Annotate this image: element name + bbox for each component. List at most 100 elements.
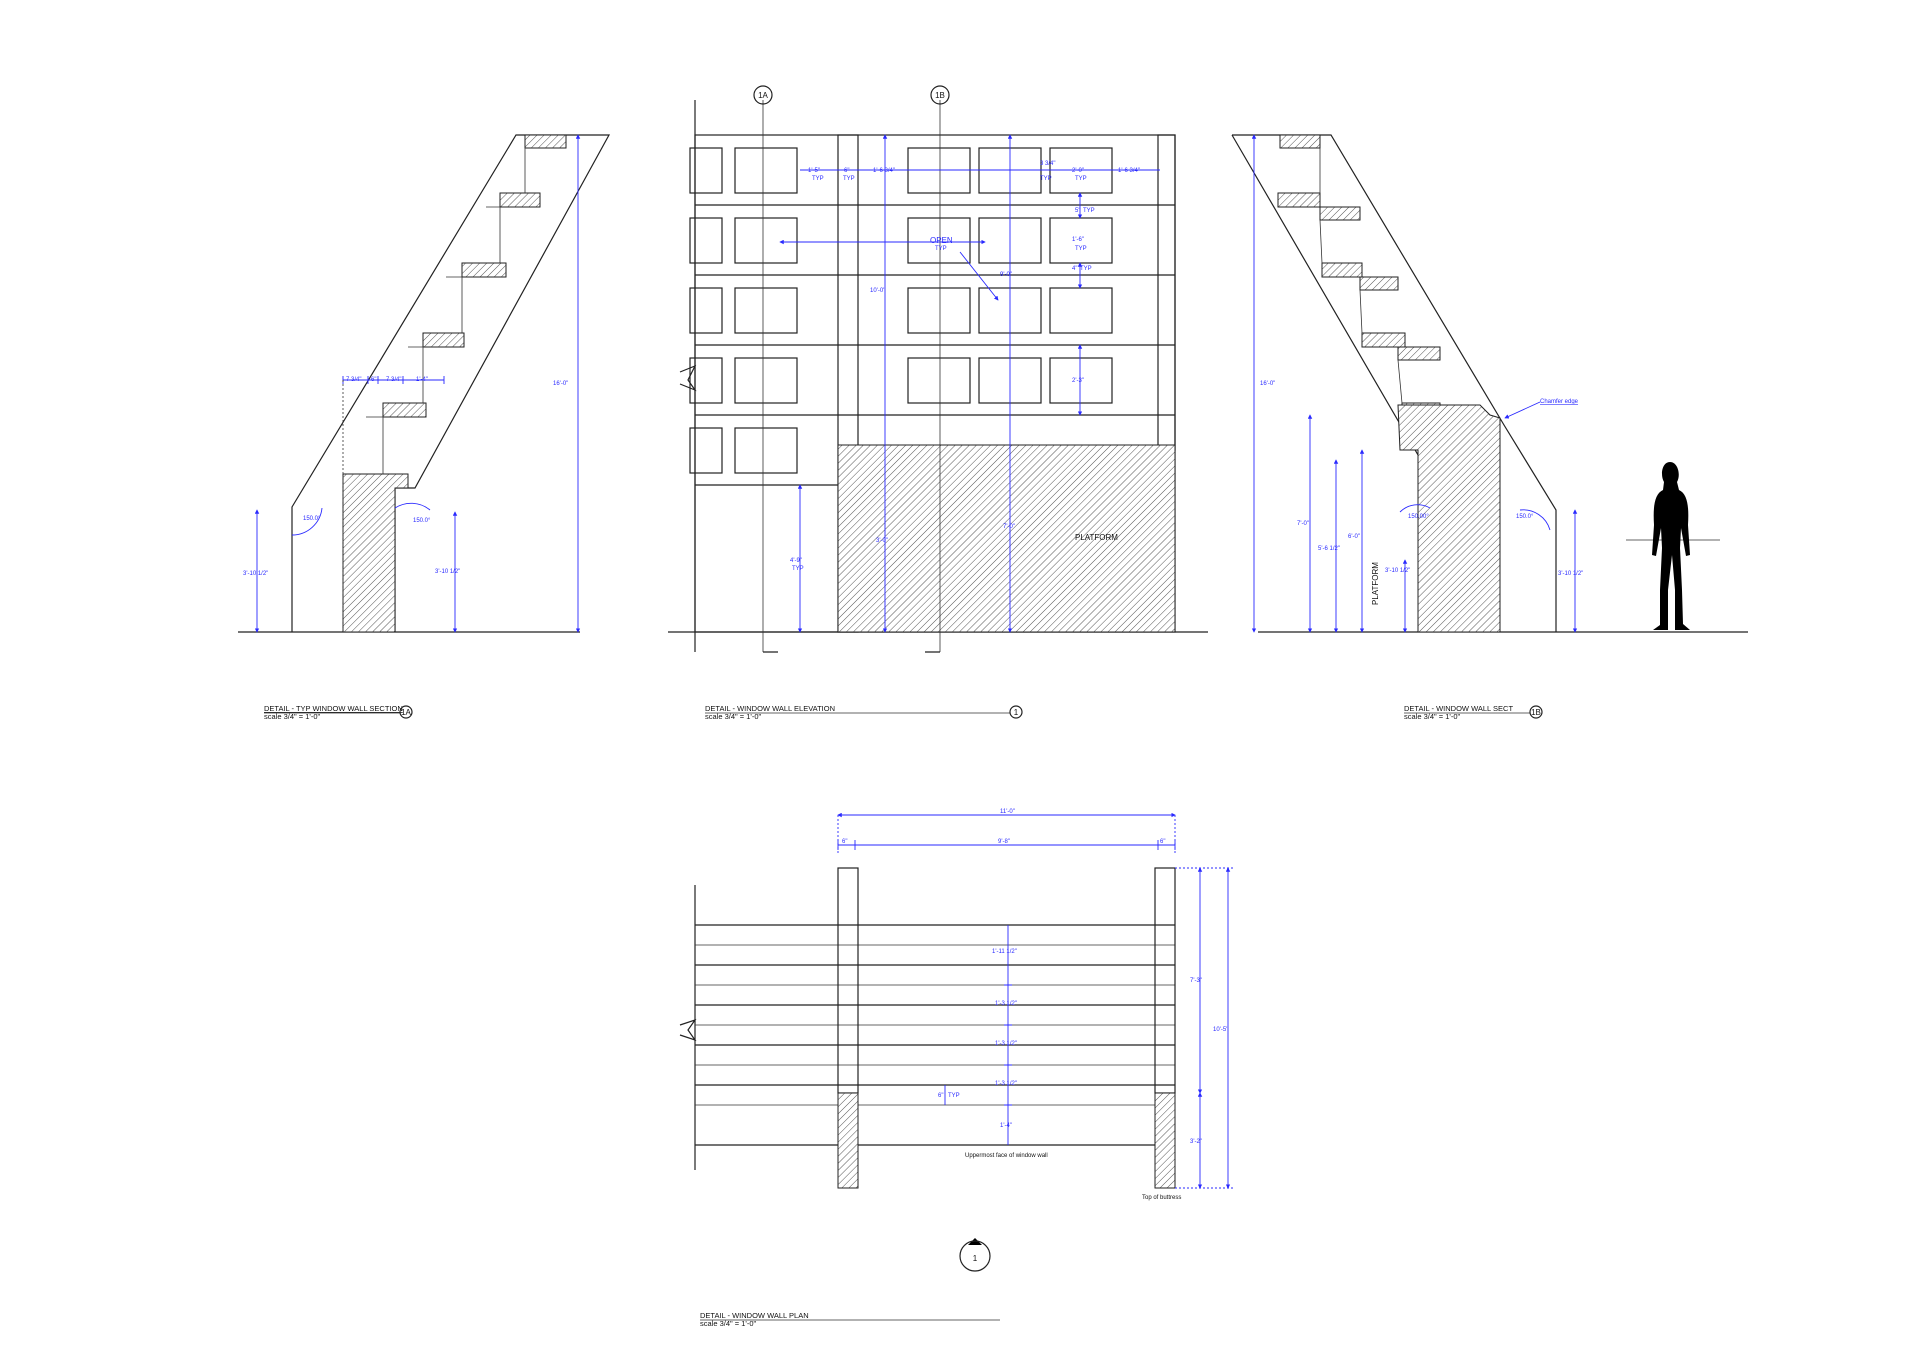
stair-wall-hatch (342, 473, 409, 633)
tag-1a-label: 1A (401, 708, 411, 717)
window (734, 287, 798, 334)
angle-label-1b-2: 150.0° (1516, 514, 1534, 520)
platform-hatch (837, 444, 1176, 633)
tread-1b-2 (1277, 192, 1321, 208)
typ6-typ: TYP (948, 1093, 960, 1099)
grid-bubble-1b-label: 1B (935, 91, 945, 100)
dim-w2: 6" (844, 168, 849, 174)
chamfer-leader (1504, 401, 1541, 419)
riser-lines (366, 206, 500, 418)
h6-label-1b: 6'-0" (1348, 534, 1360, 540)
title-plan: DETAIL - WINDOW WALL PLAN (700, 1311, 809, 1320)
stair-outline-1b (1231, 134, 1557, 633)
plan-marker-label: 1 (973, 1254, 978, 1263)
tag-1b-label: 1B (1531, 708, 1541, 717)
dim-w3: 1'-6 3/4" (873, 168, 895, 174)
riser-verticals (382, 148, 526, 474)
title-1b: DETAIL - WINDOW WALL SECT (1404, 704, 1513, 713)
typ6-label: 6" (938, 1093, 943, 1099)
scale-plan: scale 3/4" = 1'-0" (700, 1319, 756, 1328)
tread-1b-4 (1321, 262, 1363, 278)
dim-w5: 2'-0" (1072, 168, 1084, 174)
h105-label: 10'-5" (1213, 1027, 1228, 1033)
break-mark (679, 364, 697, 392)
w6a-label: 6" (842, 839, 847, 845)
note-buttress: Top of buttress (1142, 1195, 1181, 1201)
plan: 11'-0" 6" 9'-8" 6" 1'-11 1/2" 1 (679, 809, 1235, 1328)
left-height-dim-label: 3'-10 1/2" (243, 571, 268, 577)
person-silhouette (1652, 462, 1690, 630)
grid-bubble-1b (930, 85, 950, 105)
dim-w1-typ: TYP (812, 176, 824, 182)
dim-w9: 9'-0" (1000, 272, 1012, 278)
window (907, 357, 971, 404)
angle-arc-1b-2 (1519, 509, 1551, 531)
tag-1b (1529, 705, 1543, 719)
platform-label: PLATFORM (1075, 533, 1118, 542)
window (734, 357, 798, 404)
inner-height-dim-label: 3'-10 1/2" (435, 569, 460, 575)
angle-label-2: 150.0° (413, 518, 431, 524)
tread-dim-2: 6" (371, 377, 376, 383)
title-elevation: DETAIL - WINDOW WALL ELEVATION (705, 704, 835, 713)
w11-label: 11'-0" (1000, 809, 1015, 815)
dim-v1: 5" (1075, 208, 1080, 214)
tread-1b-7 (1397, 346, 1441, 361)
tag-elevation-label: 1 (1014, 708, 1019, 717)
plan-pier-right-hatch (1154, 1092, 1176, 1189)
tread-4 (422, 332, 465, 348)
r4-label: 1'-3 1/2" (995, 1081, 1017, 1087)
tread-dim-3: 7 3/4" (386, 377, 401, 383)
r1-label: 1'-11 1/2" (992, 949, 1017, 955)
window (907, 147, 971, 194)
h73-label: 7'-3" (1190, 978, 1202, 984)
grid-bubble-1a-label: 1A (758, 91, 768, 100)
section-1b: 16'-0" 7'-0" 5'-6 1/2" 6'-0" PLATFORM 15… (1231, 134, 1748, 721)
dim-h10: 10'-0" (870, 288, 885, 294)
tread-1b-3 (1319, 206, 1361, 221)
dim-w2-typ: TYP (843, 176, 855, 182)
h56-label-1b: 5'-6 1/2" (1318, 546, 1340, 552)
dim-v3-typ: TYP (1080, 266, 1092, 272)
tread-2 (499, 192, 541, 208)
scale-1b: scale 3/4" = 1'-0" (1404, 712, 1460, 721)
scale-1a: scale 3/4" = 1'-0" (264, 712, 320, 721)
dim-v2: 1'-6" (1072, 237, 1084, 243)
angle-arc-1 (291, 507, 323, 536)
tread-5 (382, 402, 427, 418)
platform-label-1b: PLATFORM (1371, 562, 1380, 605)
open-label: OPEN (930, 236, 953, 245)
tread-1b-5 (1359, 276, 1399, 291)
dim-v2-typ: TYP (1075, 246, 1087, 252)
dim-v1-typ: TYP (1083, 208, 1095, 214)
dim-h23: 2'-3" (1072, 378, 1084, 384)
dim-h49: 4'-9" (790, 558, 802, 564)
rail-dim-ticks (1004, 984, 1012, 1106)
scale-elevation: scale 3/4" = 1'-0" (705, 712, 761, 721)
w98-label: 9'-8" (998, 839, 1010, 845)
dim-w5-typ: TYP (1075, 176, 1087, 182)
tag-1a (399, 705, 413, 719)
tag-elevation (1009, 705, 1023, 719)
dim-h7: 7'-0" (1003, 524, 1015, 530)
plan-marker (959, 1240, 991, 1272)
window (689, 147, 723, 194)
tread-dim-1: 7 3/4" (346, 377, 361, 383)
plan-pier-left (837, 867, 859, 1094)
tread-dim-4: 1'-4" (416, 377, 428, 383)
riser-lines-1b (1319, 148, 1403, 404)
pier-right (1157, 134, 1176, 451)
window (689, 357, 723, 404)
height-label-1b: 16'-0" (1260, 381, 1275, 387)
dim-h3: 3'-0" (876, 538, 888, 544)
grid-bubble-1a (753, 85, 773, 105)
dim-w1: 1'-5" (808, 168, 820, 174)
r3-label: 1'-3 1/2" (995, 1041, 1017, 1047)
open-leader (959, 251, 999, 301)
tread-1b-6 (1361, 332, 1406, 348)
window-grid (689, 147, 1113, 474)
window (1049, 287, 1113, 334)
angle-arc-1b (1399, 504, 1431, 513)
h32-label: 3'-2" (1190, 1139, 1202, 1145)
